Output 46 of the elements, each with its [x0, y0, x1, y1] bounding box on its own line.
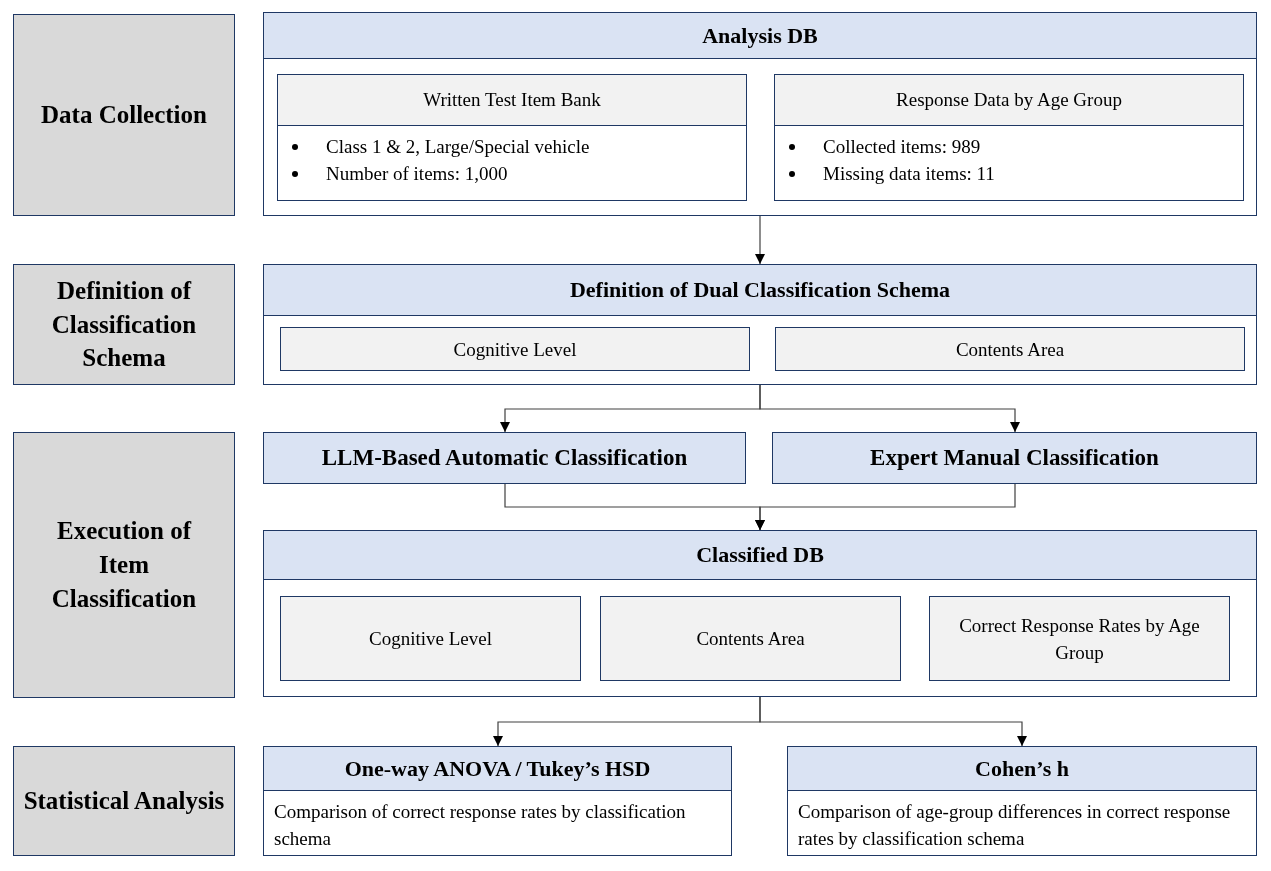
data-card — [774, 74, 1244, 201]
connector-arrow — [759, 696, 1027, 747]
connector-arrow — [755, 215, 765, 265]
category-box — [280, 327, 750, 371]
bullet-item: Missing data items: 11 — [823, 162, 995, 186]
header-title: One-way ANOVA / Tukey’s HSD — [264, 747, 731, 791]
description-text: Comparison of correct response rates by classification schema — [274, 800, 687, 851]
header-title: Analysis DB — [264, 13, 1256, 59]
analysis-box — [263, 746, 732, 856]
label-text: Correct Response Rates by Age Group — [958, 613, 1201, 665]
group-panel — [263, 530, 1257, 697]
card-header: Response Data by Age Group — [775, 75, 1243, 126]
group-panel — [263, 264, 1257, 385]
group-panel — [263, 12, 1257, 216]
card-header: Written Test Item Bank — [278, 75, 746, 126]
label-text: Execution of Item Classification — [50, 516, 198, 614]
header-title: Classified DB — [264, 531, 1256, 580]
label-text: Data Collection — [41, 100, 207, 131]
description-text: Comparison of age-group differences in correct response rates by classification schema — [798, 800, 1232, 851]
analysis-box — [787, 746, 1257, 856]
stage-label-box — [13, 746, 235, 856]
stage-label-box — [13, 264, 235, 385]
stage-label-box — [13, 14, 235, 216]
label-text: Statistical Analysis — [23, 786, 225, 817]
process-box — [772, 432, 1257, 484]
category-box — [280, 596, 581, 681]
category-box — [929, 596, 1230, 681]
label-text: Cognitive Level — [453, 337, 577, 362]
header-title: Cohen’s h — [788, 747, 1256, 791]
label-text: Contents Area — [955, 337, 1065, 362]
stage-label-box — [13, 432, 235, 698]
connector-arrow — [755, 483, 1016, 531]
bullet-item: Collected items: 989 — [823, 135, 981, 159]
bullet-item: Class 1 & 2, Large/Special vehicle — [326, 135, 590, 159]
connector-arrow — [759, 384, 1020, 433]
label-text: Cognitive Level — [369, 627, 492, 651]
process-box — [263, 432, 746, 484]
header-title: Definition of Dual Classification Schema — [264, 265, 1256, 316]
bullet-item: Number of items: 1,000 — [326, 162, 508, 186]
data-card — [277, 74, 747, 201]
label-text: LLM-Based Automatic Classification — [321, 445, 688, 471]
label-text: Contents Area — [696, 627, 805, 651]
category-box — [775, 327, 1245, 371]
label-text: Expert Manual Classification — [870, 445, 1159, 471]
label-text: Definition of Classification Schema — [50, 275, 198, 374]
category-box — [600, 596, 901, 681]
